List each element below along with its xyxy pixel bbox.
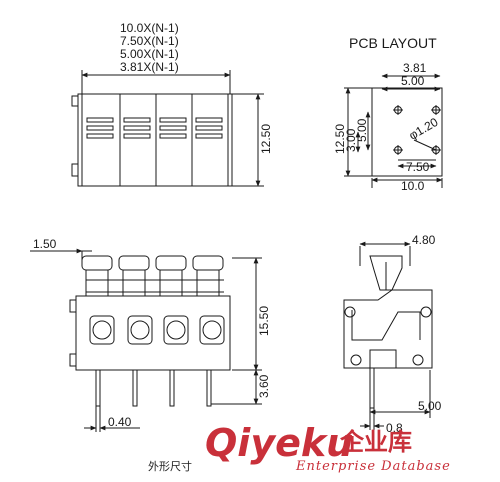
front-view-pins bbox=[95, 369, 212, 407]
side-dim-08: 0.8 bbox=[386, 421, 403, 435]
pcb-dim-300: 3.00 bbox=[344, 128, 358, 152]
front-dim-1550: 15.50 bbox=[257, 306, 271, 336]
pcb-dim-1250: 12.50 bbox=[333, 124, 347, 154]
pcb-hole-diameter: φ1.20 bbox=[407, 115, 441, 143]
front-dim-150: 1.50 bbox=[33, 237, 57, 251]
top-view: 10.0X(N-1) 7.50X(N-1) 5.00X(N-1) 3.81X(N… bbox=[71, 21, 273, 187]
top-view-slots bbox=[86, 117, 223, 139]
front-dim-040: 0.40 bbox=[108, 415, 132, 429]
pcb-dim-381: 3.81 bbox=[403, 61, 427, 75]
side-view: 4.80 5.00 0.8 bbox=[343, 233, 442, 435]
pitch-dim-750: 7.50X(N-1) bbox=[120, 34, 179, 48]
pitch-dim-500: 5.00X(N-1) bbox=[120, 47, 179, 61]
pcb-layout-title: PCB LAYOUT bbox=[349, 35, 437, 51]
watermark-brand: Qiyeku bbox=[205, 421, 353, 465]
front-view-screws bbox=[89, 315, 225, 345]
watermark-tagline: Enterprise Database bbox=[295, 459, 451, 474]
pcb-layout: PCB LAYOUT 3.81 5.00 12.50 3.00 5.00 φ1.… bbox=[333, 35, 443, 193]
front-dim-360: 3.60 bbox=[257, 374, 271, 398]
front-view-levers bbox=[81, 255, 224, 297]
pitch-dim-10: 10.0X(N-1) bbox=[120, 21, 179, 35]
pcb-outline bbox=[371, 87, 443, 177]
pcb-dim-750: 7.50 bbox=[406, 160, 430, 174]
watermark-logo: Qiyeku 企业库 Enterprise Database bbox=[205, 421, 451, 474]
pitch-dim-381: 3.81X(N-1) bbox=[120, 60, 179, 74]
watermark-brand-cn: 企业库 bbox=[340, 428, 412, 456]
pcb-holes bbox=[393, 105, 441, 155]
top-view-body bbox=[77, 93, 233, 187]
top-view-height-dim: 12.50 bbox=[259, 124, 273, 154]
pcb-dim-500-side: 5.00 bbox=[355, 118, 369, 142]
drawing-caption: 外形尺寸 bbox=[148, 460, 192, 473]
front-view: 1.50 15.50 3.60 bbox=[30, 237, 271, 432]
side-view-pin bbox=[369, 367, 375, 409]
side-view-body bbox=[343, 289, 433, 369]
front-view-body bbox=[75, 295, 231, 371]
pcb-dim-100: 10.0 bbox=[401, 179, 425, 193]
side-dim-500: 5.00 bbox=[418, 399, 442, 413]
side-dim-480: 4.80 bbox=[412, 233, 436, 247]
